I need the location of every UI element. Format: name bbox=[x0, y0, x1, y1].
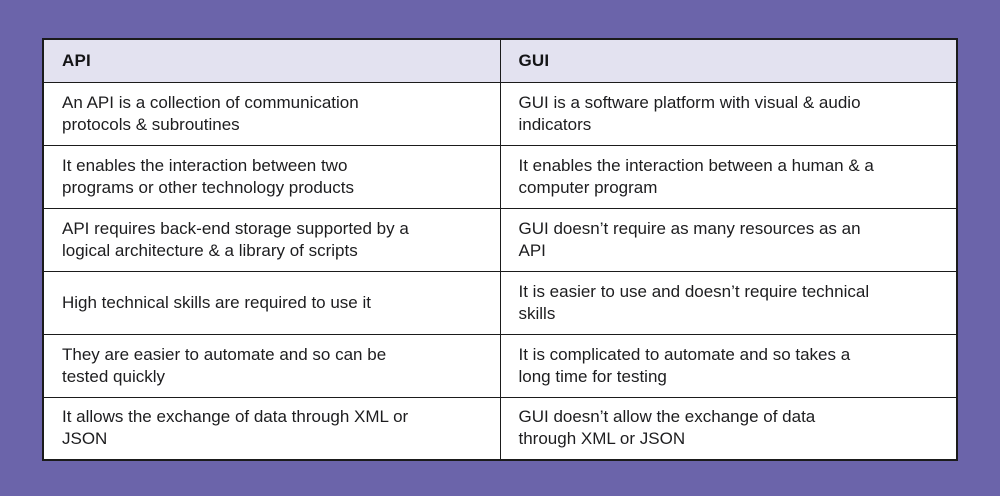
api-vs-gui-comparison-table: API GUI An API is a collection of commun… bbox=[42, 38, 958, 461]
gui-cell: It is complicated to automate and so tak… bbox=[499, 333, 958, 398]
gui-cell: GUI doesn’t allow the exchange of data t… bbox=[499, 396, 958, 461]
table-row: High technical skills are required to us… bbox=[42, 270, 958, 335]
header-row: API GUI bbox=[42, 38, 958, 83]
gui-cell: It is easier to use and doesn’t require … bbox=[499, 270, 958, 335]
table-row: It enables the interaction between two p… bbox=[42, 144, 958, 209]
api-cell: It enables the interaction between two p… bbox=[42, 144, 501, 209]
table-row: They are easier to automate and so can b… bbox=[42, 333, 958, 398]
gui-cell: GUI doesn’t require as many resources as… bbox=[499, 207, 958, 272]
api-cell: An API is a collection of communication … bbox=[42, 81, 501, 146]
table-header: API GUI bbox=[42, 38, 958, 83]
api-cell: API requires back-end storage supported … bbox=[42, 207, 501, 272]
api-cell: It allows the exchange of data through X… bbox=[42, 396, 501, 461]
table-row: API requires back-end storage supported … bbox=[42, 207, 958, 272]
api-cell: They are easier to automate and so can b… bbox=[42, 333, 501, 398]
table-row: It allows the exchange of data through X… bbox=[42, 396, 958, 461]
column-header-api: API bbox=[42, 38, 501, 83]
gui-cell: GUI is a software platform with visual &… bbox=[499, 81, 958, 146]
api-cell: High technical skills are required to us… bbox=[42, 270, 501, 335]
column-header-gui: GUI bbox=[499, 38, 958, 83]
gui-cell: It enables the interaction between a hum… bbox=[499, 144, 958, 209]
table-body: An API is a collection of communication … bbox=[42, 81, 958, 461]
table-row: An API is a collection of communication … bbox=[42, 81, 958, 146]
